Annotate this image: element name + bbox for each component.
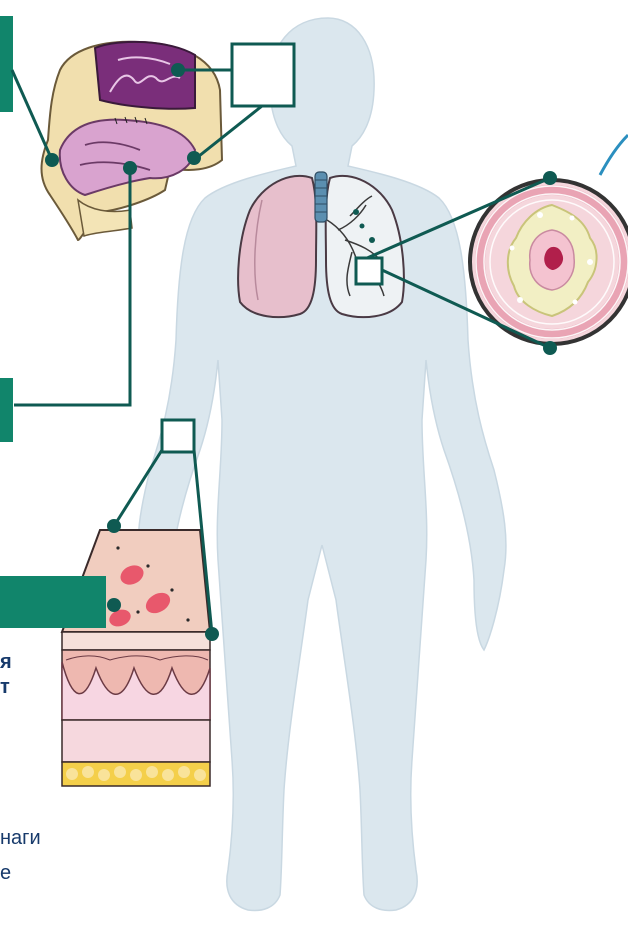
skin-label-bar xyxy=(0,576,106,628)
left-text-fragment-2: е xyxy=(0,862,11,885)
nasal-callout-box xyxy=(232,44,294,106)
lung-callout-box xyxy=(356,258,382,284)
left-text-fragment-1: наги xyxy=(0,827,41,850)
skin-label-fragment-2: т xyxy=(0,676,10,699)
throat-label-bar xyxy=(0,378,13,442)
nasal-label-bar xyxy=(0,16,13,112)
skin-callout-box xyxy=(162,420,194,452)
skin-label-fragment-1: я xyxy=(0,651,12,674)
airway-cross-section-icon xyxy=(470,135,628,344)
skin-layers-icon xyxy=(62,530,210,786)
